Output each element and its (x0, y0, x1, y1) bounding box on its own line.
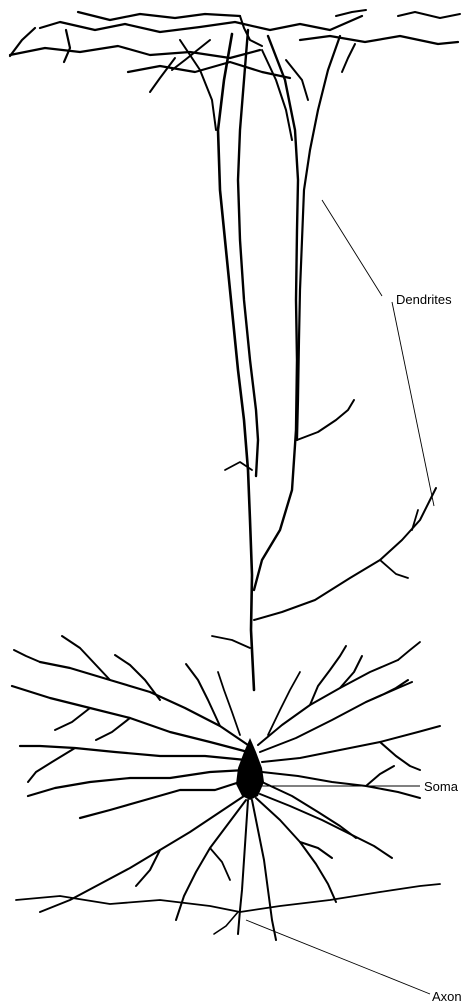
apical-tuft (10, 10, 460, 100)
soma-body (236, 738, 264, 800)
dendrites-leader-upper (322, 200, 382, 296)
axon-leader (246, 920, 430, 994)
leader-lines (246, 200, 434, 994)
soma-label: Soma (424, 779, 459, 794)
axon (16, 800, 440, 934)
lower-dendrites (40, 794, 392, 940)
dendrites-label: Dendrites (396, 292, 452, 307)
apical-trunks (172, 30, 340, 690)
dendrites-leader-lower (392, 302, 434, 506)
axon-label: Axon (432, 989, 462, 1004)
